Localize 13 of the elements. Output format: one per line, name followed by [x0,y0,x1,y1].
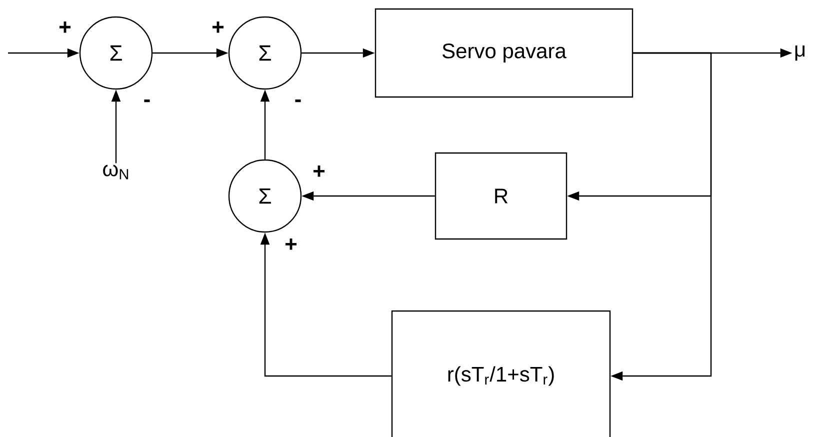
process-box: Servo pavara [374,8,634,98]
output-label: μ [795,45,805,61]
summing-junction: Σ [228,159,302,233]
summing-junction: Σ [79,16,153,90]
sign-label: + [314,166,325,177]
sign-label: + [60,22,71,33]
sign-label: - [295,100,301,102]
summing-junction: Σ [228,16,302,90]
process-box: r(sT$_{r}$/1+sT$_{r}$) [391,310,611,437]
process-box: R [434,152,568,240]
sign-label: + [212,22,224,33]
sign-label: + [286,238,297,250]
input-label: ω$_{N}$ [103,164,128,180]
